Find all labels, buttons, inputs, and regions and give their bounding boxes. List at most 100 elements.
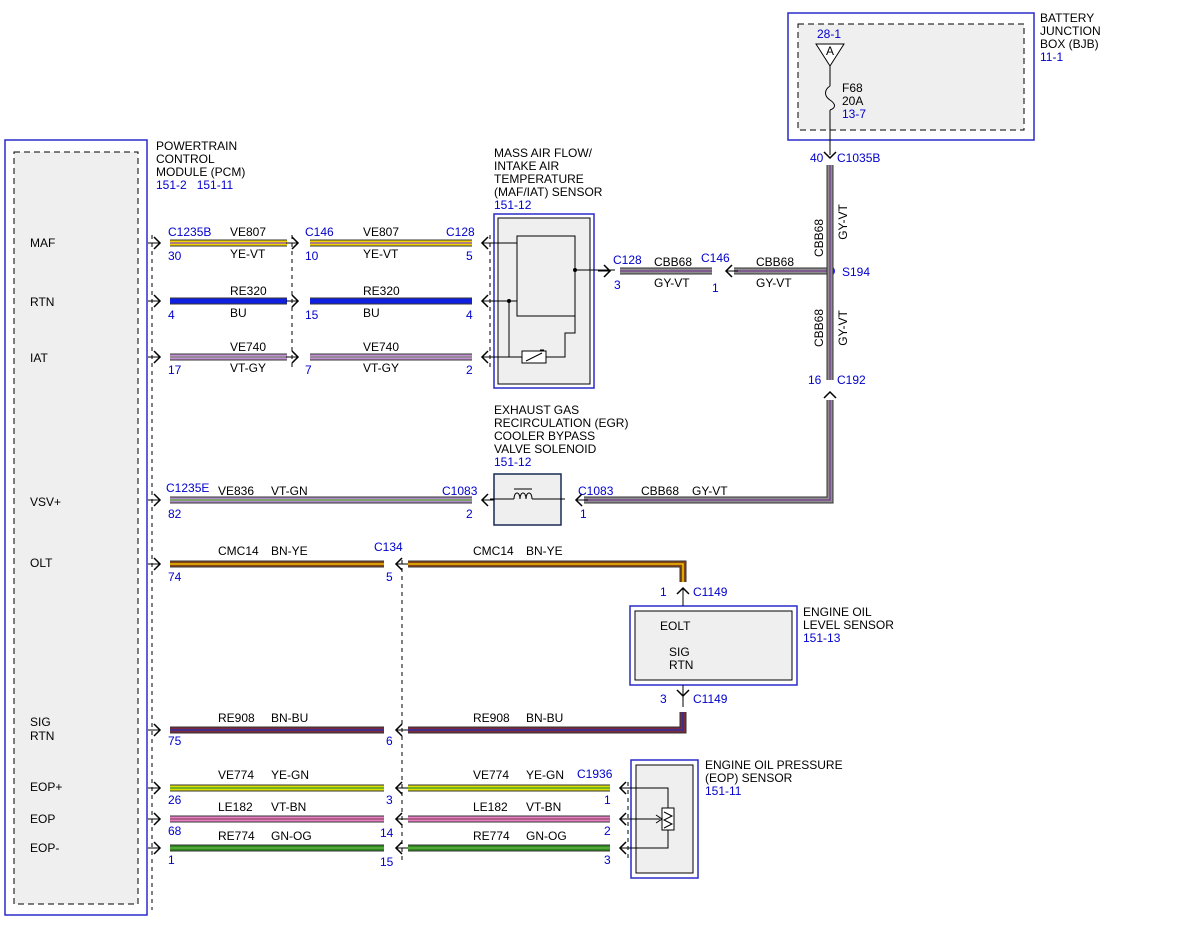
bjb-fuse-ref: 13-7 [842, 107, 866, 121]
iat-col2: VT-GY [363, 361, 399, 375]
maf-thermistor-lead [546, 316, 576, 358]
vsv-p2: 2 [466, 507, 473, 521]
eol-inner-box [634, 610, 793, 681]
olt-col2: BN-YE [526, 544, 563, 558]
bjb-ref: 11-1 [1040, 50, 1063, 64]
engine-oil-pressure-sensor: ENGINE OIL PRESSURE (EOP) SENSOR 151-11 [628, 758, 843, 879]
mafout-c1: C128 [613, 253, 642, 267]
eopm-p1: 1 [168, 853, 175, 867]
iat-p1: 17 [168, 363, 182, 377]
splice-vertical-color-upper: GY-VT [836, 204, 850, 240]
sig-p2: 6 [386, 734, 393, 748]
iat-circ1: VE740 [230, 340, 266, 354]
maf-col1: YE-VT [230, 247, 266, 261]
rtn-col2: BU [363, 306, 380, 320]
eopp-circ1: VE774 [218, 768, 254, 782]
rtn-circ1: RE320 [230, 284, 267, 298]
olt-c2: C134 [374, 540, 403, 554]
eopm-p3: 3 [604, 853, 611, 867]
eop-circ1: LE182 [218, 800, 253, 814]
pcm-pin-eop-plus: EOP+ [30, 780, 62, 794]
connector-chevrons [148, 236, 738, 855]
eopm-col1: GN-OG [271, 829, 312, 843]
maf-p1: 30 [168, 249, 182, 263]
rtn-col1: BU [230, 306, 247, 320]
vsv-col3: GY-VT [692, 484, 728, 498]
wire-olt-seg2-outline [408, 560, 687, 582]
vsv-circ: VE836 [218, 484, 254, 498]
vsv-circ3: CBB68 [641, 484, 679, 498]
eopm-p2: 15 [380, 855, 394, 869]
maf-ref: 151-12 [494, 198, 532, 212]
egr-title-line-2: RECIRCULATION (EGR) [494, 416, 628, 430]
eol-ref: 151-13 [803, 631, 841, 645]
eop-p3: 2 [604, 824, 611, 838]
pressure-sensor-arrow-icon [655, 814, 663, 824]
eopm-circ2: RE774 [473, 829, 510, 843]
eol-pin-eolt: EOLT [660, 619, 691, 633]
olt-circ2: CMC14 [473, 544, 514, 558]
pcm-title-line-1: POWERTRAIN [156, 139, 237, 153]
wire-harness [170, 165, 834, 852]
pcm-pin-eop-minus: EOP- [30, 841, 59, 855]
wire-olt-seg2-stripe [408, 563, 684, 582]
maf-c1: C1235B [168, 225, 211, 239]
fuse-icon [825, 85, 835, 111]
splice-vertical-circuit-lower: CBB68 [812, 309, 826, 347]
engine-oil-level-sensor: EOLT SIG RTN ENGINE OIL LEVEL SENSOR 151… [629, 585, 894, 707]
eol-pin-top: 1 [660, 585, 667, 599]
battery-junction-box: BATTERY JUNCTION BOX (BJB) 11-1 28-1 A F… [787, 11, 1101, 165]
vsv-p3: 1 [580, 507, 587, 521]
eopp-col2: YE-GN [526, 768, 564, 782]
egr-title-line-3: COOLER BYPASS [494, 429, 595, 443]
eopp-circ2: VE774 [473, 768, 509, 782]
mafout-col2: GY-VT [756, 276, 792, 290]
egr-valve-solenoid: EXHAUST GAS RECIRCULATION (EGR) COOLER B… [490, 403, 628, 526]
splice-name: S194 [842, 265, 870, 279]
mafout-circ2: CBB68 [756, 255, 794, 269]
maf-c2: C146 [305, 225, 334, 239]
sig-p1: 75 [168, 734, 182, 748]
rtn-p2: 15 [305, 308, 319, 322]
bjb-inner-box [797, 23, 1025, 131]
splice-vertical-color-lower: GY-VT [836, 310, 850, 346]
c192-connector: C192 [837, 373, 866, 387]
maf-title-line-1: MASS AIR FLOW/ [494, 146, 593, 160]
mafout-p2: 1 [712, 281, 719, 295]
sig-circ2: RE908 [473, 711, 510, 725]
maf-col2: YE-VT [363, 247, 399, 261]
bjb-conn-pin: 40 [810, 151, 824, 165]
maf-circ2: VE807 [363, 225, 399, 239]
maf-p3: 5 [466, 249, 473, 263]
eol-pin-sig: SIG [669, 645, 690, 659]
eol-conn-bottom: C1149 [693, 692, 728, 706]
eop-title-line-2: (EOP) SENSOR [705, 771, 793, 785]
bjb-fuse-symbol: A [826, 44, 834, 58]
bjb-title-line-3: BOX (BJB) [1040, 37, 1099, 51]
rtn-p3: 4 [466, 308, 473, 322]
maf-iat-sensor: MASS AIR FLOW/ INTAKE AIR TEMPERATURE (M… [490, 146, 615, 389]
mafout-c2: C146 [701, 251, 730, 265]
vsv-p1: 82 [168, 507, 182, 521]
egr-title-line-1: EXHAUST GAS [494, 403, 579, 417]
mafout-col1: GY-VT [654, 276, 690, 290]
maf-circ1: VE807 [230, 225, 266, 239]
maf-c3: C128 [446, 225, 475, 239]
iat-p2: 7 [305, 363, 312, 377]
pcm-inner-box [13, 151, 139, 905]
pcm-title-line-3: MODULE (PCM) [156, 165, 245, 179]
sig-col2: BN-BU [526, 711, 563, 725]
wire-cbb68-vertical-bottom-stripe [584, 400, 831, 501]
mafout-p1: 3 [614, 278, 621, 292]
bjb-fuse-rating: 20A [842, 94, 863, 108]
egr-title-line-4: VALVE SOLENOID [494, 442, 597, 456]
wire-sig-seg2-stripe [408, 712, 684, 731]
eopm-col2: GN-OG [526, 829, 567, 843]
pcm-pin-rtn2: RTN [30, 729, 54, 743]
maf-element-box [516, 235, 576, 317]
eop-col1: VT-BN [271, 800, 306, 814]
rtn-p1: 4 [168, 308, 175, 322]
olt-p2: 5 [386, 570, 393, 584]
